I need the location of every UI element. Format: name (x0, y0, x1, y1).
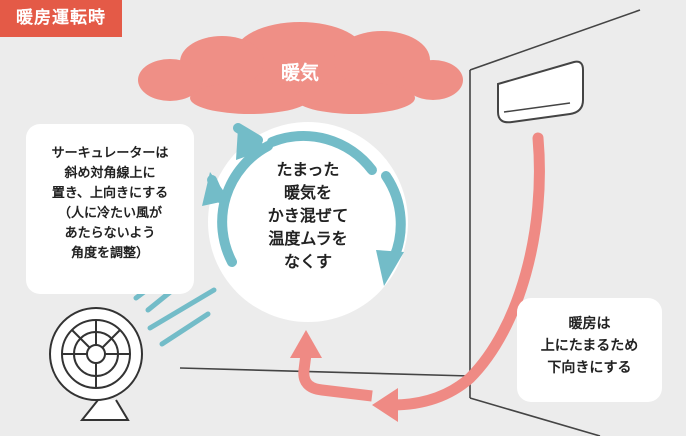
tip-line: （人に冷たい風が (57, 206, 162, 221)
tip-line: 上にたまるため (540, 338, 639, 354)
floor-line-right (469, 397, 601, 436)
circulation-arrows (202, 122, 408, 322)
tip-line: 暖房は (568, 316, 611, 332)
room-outline (179, 9, 641, 436)
tip-line: 角度を調整） (70, 246, 149, 261)
floor-line-left (179, 367, 471, 377)
circulator-tip-bubble: サーキュレーターは 斜め対角線上に 置き、上向きにする （人に冷たい風が あたら… (26, 124, 194, 294)
caption-line: 暖気を (283, 183, 332, 202)
warm-air-flow-arrow (290, 132, 545, 422)
heater-tip-bubble: 暖房は 上にたまるため 下向きにする (517, 298, 662, 402)
mode-tag: 暖房運転時 (0, 0, 122, 37)
warm-air-cloud (138, 22, 463, 114)
caption-line: かき混ぜて (267, 206, 349, 225)
caption-line: なくす (283, 252, 332, 271)
air-conditioner-icon (497, 60, 584, 124)
ceiling-line (469, 9, 641, 71)
warm-air-label: 暖気 (280, 62, 319, 84)
tip-line: 斜め対角線上に (64, 166, 156, 181)
caption-line: たまった (276, 160, 340, 179)
tip-line: 下向きにする (547, 360, 632, 376)
tip-line: あたらないよう (64, 226, 156, 241)
circulation-caption: たまった 暖気を かき混ぜて 温度ムラを なくす (238, 158, 378, 273)
tip-line: 置き、上向きにする (51, 186, 169, 201)
tip-line: サーキュレーターは (51, 146, 169, 161)
caption-line: 温度ムラを (268, 229, 348, 248)
circulator-fan-icon (49, 307, 143, 421)
